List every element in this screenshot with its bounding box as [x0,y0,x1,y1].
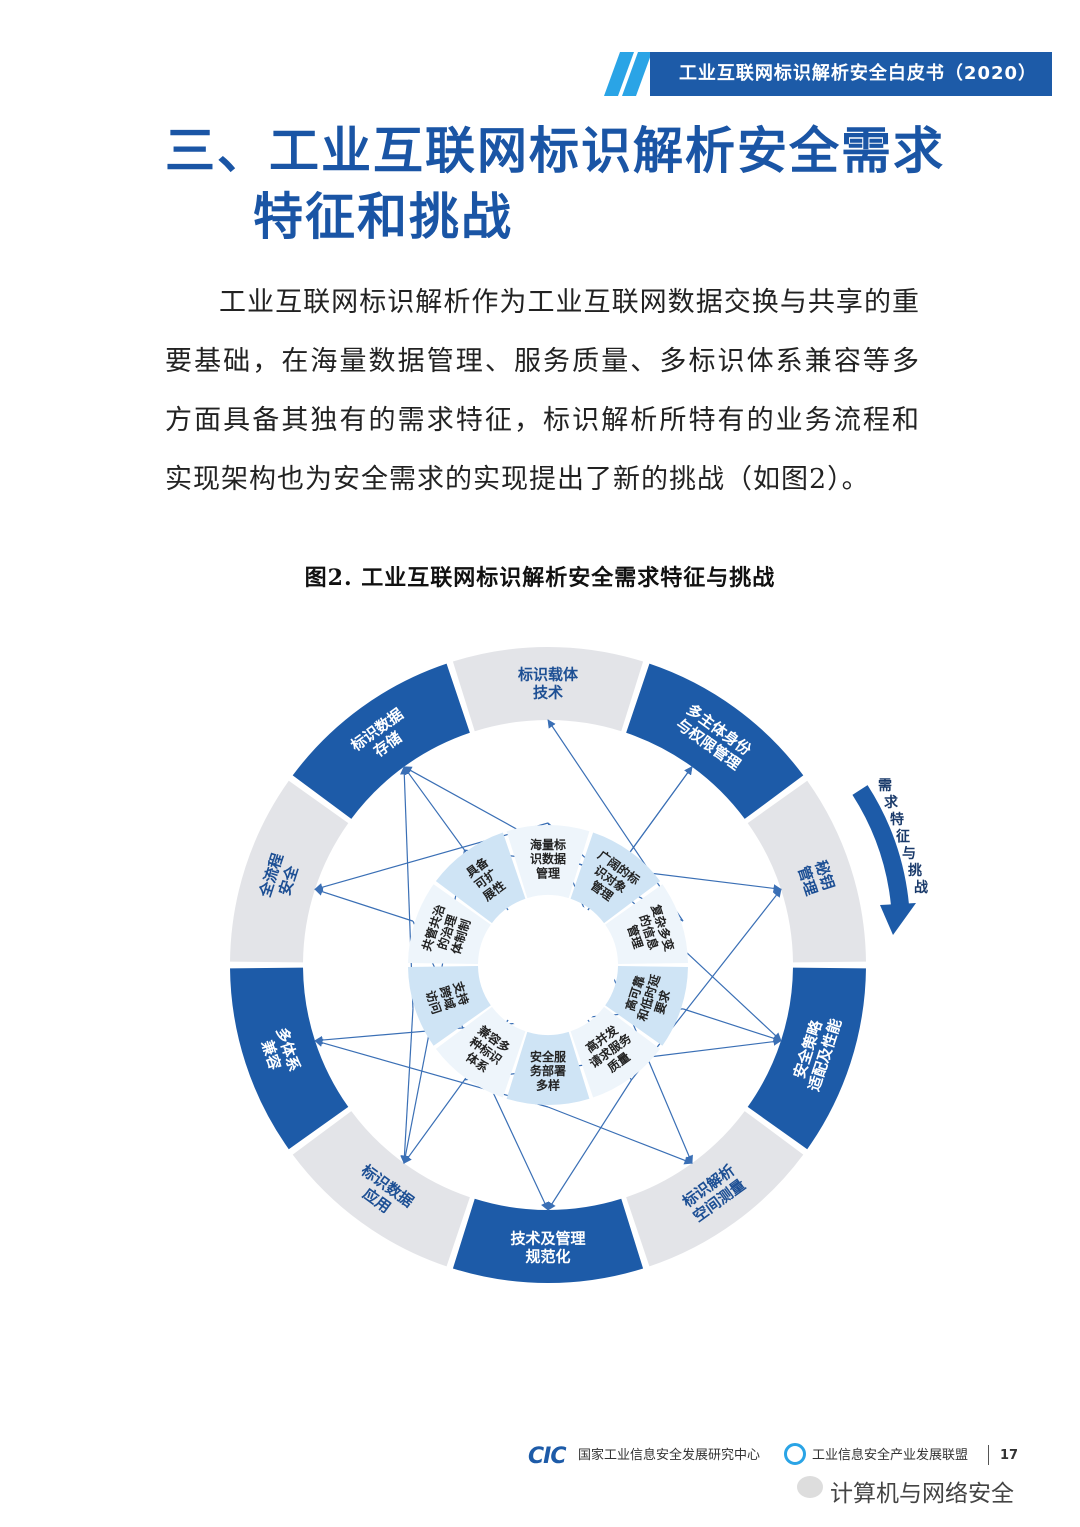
outer-segment [626,1111,804,1267]
header-band [650,52,1052,96]
inner-segment [408,884,491,965]
page-number: 17 [1000,1448,1019,1463]
section-title: 三、工业互联网标识解析安全需求 特征和挑战 [165,118,945,250]
inner-segment-label: 海量标识数据管理 [530,837,566,881]
wechat-icon [797,1476,823,1498]
inner-segment [506,825,590,899]
header-title: 工业互联网标识解析安全白皮书（2020） [678,63,1038,84]
watermark-text: 计算机与网络安全 [830,1481,1014,1507]
inner-ring: 海量标识数据管理广阔的标识对象管理复杂多变的信息管理高可靠和低时延要求高并发请求… [408,825,688,1105]
alliance-logo-icon [784,1443,806,1465]
inner-segment [408,965,491,1046]
connector-arrow [400,1008,414,1165]
connector-arrow [547,1106,693,1165]
body-paragraph: 工业互联网标识解析作为工业互联网数据交换与共享的重要基础，在海量数据管理、服务质… [165,287,920,495]
side-arrow [852,785,916,935]
cic-logo: CIC [528,1444,566,1469]
outer-segment [452,647,644,732]
outer-ring: 标识载体技术多主体身份与权限管理秘钥管理安全策略适配及性能标识解析空间测量技术及… [230,647,866,1283]
inner-segment-label: 安全服务部署多样 [530,1049,567,1093]
footer-separator [988,1445,989,1465]
outer-segment [747,967,866,1150]
side-label: 需求特征与挑战 [878,777,928,895]
inner-segment-label: 支持跨域访问 [423,979,472,1016]
connector-arrow [547,1079,632,1211]
footer-org2: 工业信息安全产业发展联盟 [812,1448,969,1463]
inner-hub [480,897,616,1033]
inner-segment [506,1031,590,1105]
section-title-line1: 三、工业互联网标识解析安全需求 [165,122,945,180]
inner-segment-label: 具备可扩展性 [463,854,509,904]
figure-caption: 图2. 工业互联网标识解析安全需求特征与挑战 [304,565,776,591]
inner-segment [435,1006,526,1098]
outer-segment [230,780,349,963]
outer-segment [452,1198,644,1283]
inner-segment [605,965,688,1046]
connector-arrow [314,887,414,922]
outer-segment [747,780,866,963]
outer-segment [230,967,349,1150]
section-title-line2: 特征和挑战 [253,188,513,246]
connector-arrow [682,1008,782,1043]
footer-org1: 国家工业信息安全发展研究中心 [578,1448,761,1463]
outer-segment-label: 标识载体技术 [517,665,579,701]
inner-segment [435,832,526,924]
outer-segment [292,663,470,819]
inner-segment [570,832,661,924]
outer-segment-label: 技术及管理规范化 [510,1229,585,1265]
outer-segment [292,1111,470,1267]
inner-segment [570,1006,661,1098]
outer-segment [626,663,804,819]
inner-segment [605,884,688,965]
